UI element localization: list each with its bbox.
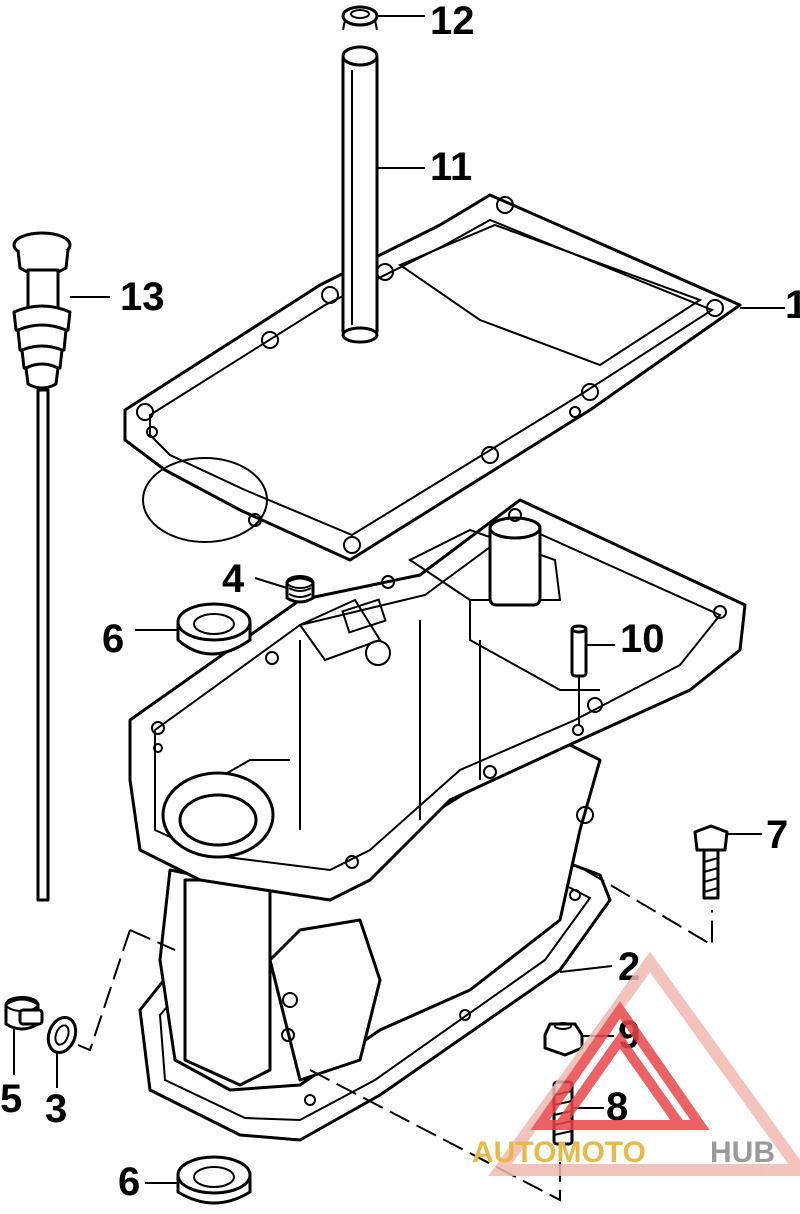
callout-4: 4 xyxy=(222,557,245,601)
callout-5: 5 xyxy=(0,1077,22,1121)
leader-lines xyxy=(13,15,785,1202)
callout-11: 11 xyxy=(430,145,472,189)
breather-tube xyxy=(341,45,379,344)
bolt xyxy=(693,824,729,900)
callout-10: 10 xyxy=(620,617,665,661)
callout-6-lower: 6 xyxy=(118,1160,140,1204)
callout-13: 13 xyxy=(120,275,165,319)
oil-pan xyxy=(128,498,747,1142)
watermark-text-part1: AUTOMOTO xyxy=(472,1136,646,1169)
oil-seal-lower xyxy=(176,1155,252,1205)
logo-mark xyxy=(555,1031,685,1128)
plug xyxy=(285,575,315,604)
oil-seal-upper xyxy=(176,602,252,656)
hose-clip xyxy=(341,5,379,31)
callout-1: 1 xyxy=(785,283,800,327)
callout-7: 7 xyxy=(766,813,788,857)
drain-plug xyxy=(4,996,44,1031)
watermark-text-part2: HUB xyxy=(710,1136,775,1169)
nut xyxy=(543,1022,584,1057)
callout-6-upper: 6 xyxy=(102,617,124,661)
logo-triangle-inner xyxy=(530,1001,710,1130)
washer xyxy=(46,1016,78,1054)
watermark-logo xyxy=(488,951,800,1176)
dowel-pin xyxy=(570,624,588,725)
callout-8: 8 xyxy=(606,1085,628,1129)
callout-12: 12 xyxy=(430,0,475,43)
dipstick xyxy=(12,231,72,902)
callout-3: 3 xyxy=(45,1087,67,1131)
gasket xyxy=(123,193,742,562)
